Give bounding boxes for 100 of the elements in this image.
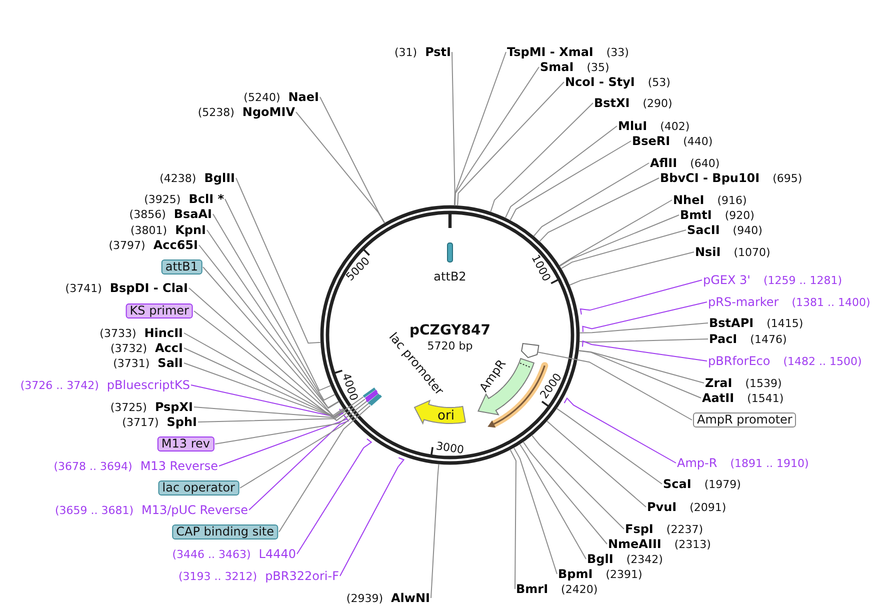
cut-position: (3856) [129,208,166,222]
leader-line [340,457,405,576]
enzyme-name: FspI [625,522,654,536]
leader-line [578,350,702,398]
leader-line [580,280,702,315]
enzyme-name: HincII [144,326,183,340]
leader-line [240,402,369,488]
cut-position: (3731) [113,357,150,371]
primer-range: (1891 .. 1910) [730,457,809,471]
enzyme-name: BmrI [516,582,548,596]
enzyme-name: NgoMIV [242,105,295,119]
cut-position: (940) [732,224,762,238]
cut-position: (2091) [690,501,726,515]
leader-line [569,252,694,286]
cut-position: (1415) [766,317,804,331]
leader-line [504,126,618,218]
leader-line [578,338,708,343]
cut-position: (31) [394,46,418,60]
leader-line [560,230,686,270]
cut-position: (1070) [734,246,770,260]
leader-line [564,397,676,464]
cut-position: (695) [772,172,802,186]
cut-position: (53) [648,76,670,90]
enzyme-name: NaeI [288,90,319,104]
leader-line [198,410,346,422]
cut-position: (3925) [144,193,181,207]
cut-position: (2313) [674,538,711,552]
primer-range: (1482 .. 1500) [783,355,862,369]
leader-line [214,400,368,444]
cut-position: (1539) [745,377,782,391]
enzyme-name: PstI [425,45,451,59]
leader-line [546,420,646,508]
leader-line [194,406,346,418]
primer-range: (3446 .. 3463) [172,548,251,562]
leader-line [510,140,632,221]
leader-line [236,178,322,344]
primer-name: Amp-R [677,456,718,470]
leader-line [533,162,650,237]
leader-line [278,405,371,532]
primer-name: pBRforEco [708,354,770,368]
enzyme-name: BmtI [680,208,712,222]
cut-position: (402) [660,120,690,134]
enzyme-name: NsiI [695,245,721,259]
leader-line [578,350,704,384]
cut-position: (33) [606,46,629,60]
primer-range: (1259 .. 1281) [763,274,842,288]
enzyme-name: ZraI [705,376,732,390]
leader-line [454,52,506,206]
cut-position: (920) [724,209,754,223]
leader-line [510,449,516,590]
leader-line [522,441,608,544]
enzyme-name: BglII [204,171,235,185]
leader-line [184,332,344,418]
cut-position: (5238) [198,106,234,120]
leader-line [202,266,364,418]
cut-position: (5240) [244,91,280,105]
enzyme-name: AccI [155,341,183,355]
tick-label: 1000 [529,253,554,284]
cut-position: (3733) [100,327,136,341]
cut-position: (290) [642,97,672,111]
leader-line [490,102,594,213]
primer-range: (3678 .. 3694) [54,460,132,474]
cut-position: (2342) [626,553,663,567]
leader-line [454,66,540,206]
enzyme-name: SacII [687,223,720,237]
primer-name: pBR322ori-F [265,569,339,583]
leader-line [190,384,344,417]
feature-label: attB1 [161,260,202,274]
enzyme-name: SmaI [540,60,574,74]
feature-name: ori [438,409,454,422]
enzyme-name: BglI [587,552,614,566]
cut-position: (916) [717,194,747,208]
plasmid-name: pCZGY847 [410,324,490,338]
leader-line [218,414,348,466]
cut-position: (2237) [666,523,703,537]
enzyme-name: BbvCI - Bpu10I [660,171,760,185]
primer-range: (1381 .. 1400) [792,296,870,310]
primer-range: (3193 .. 3212) [178,570,258,584]
cut-position: (3717) [122,416,159,430]
primer-range: (3659 .. 3681) [54,504,134,518]
cut-position: (1979) [704,478,741,492]
cut-position: (1476) [750,333,787,347]
cut-position: (440) [683,135,713,149]
enzyme-name: AflII [650,156,678,170]
leader-line [224,198,332,392]
leader-line [559,214,680,267]
enzyme-name: NmeAIII [608,537,662,551]
enzyme-name: BclI * [188,192,224,206]
leader-line [457,82,564,206]
primer-name: pBluescriptKS [106,378,190,392]
feature-label: KS primer [126,304,193,318]
leader-line [194,310,366,422]
enzyme-name: PacI [709,332,738,346]
cut-position: (2939) [346,592,383,606]
plasmid-size: 5720 bp [427,340,473,352]
enzyme-name: AatII [702,391,734,405]
enzyme-name: BstXI [594,96,630,110]
leader-line [296,438,372,554]
enzyme-name: MluI [618,119,648,133]
leader-line [296,112,386,224]
